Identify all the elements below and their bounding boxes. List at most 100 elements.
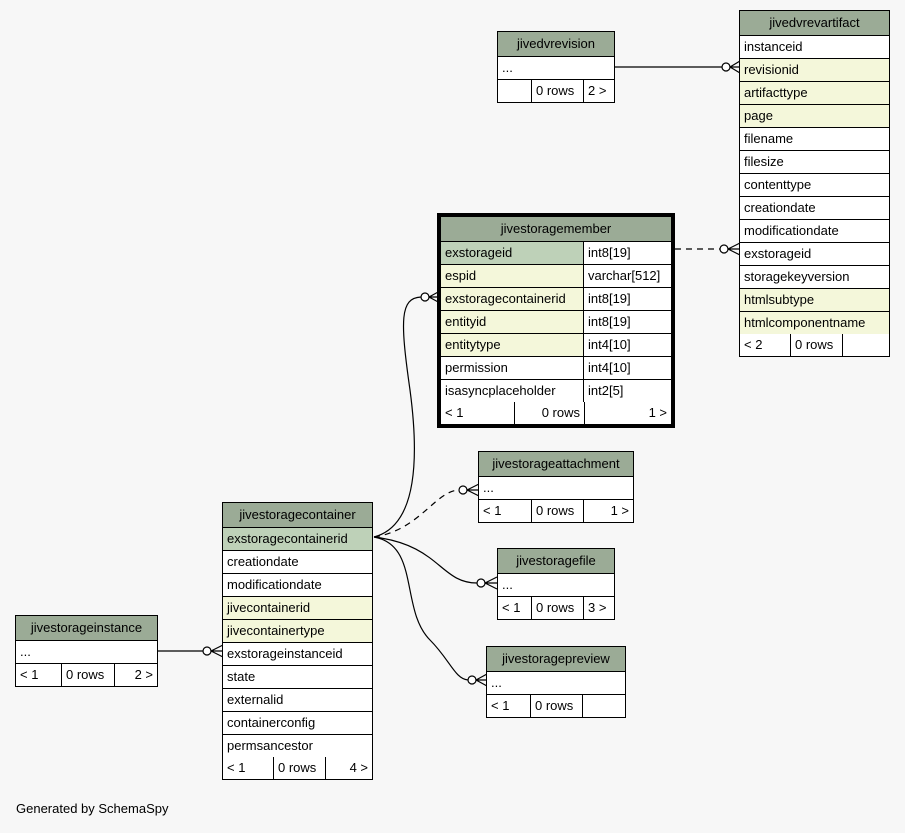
edge-revision-artifact-optional [721, 62, 731, 72]
column-name: isasyncplaceholder [445, 383, 556, 398]
column-row: filename [740, 128, 889, 151]
edge-member-artifact-optional [719, 244, 729, 254]
column-type: int2[5] [583, 380, 671, 402]
table-jivestorageinstance[interactable]: jivestorageinstance ... < 1 0 rows 2 > [15, 615, 158, 687]
footer-children: 2 > [583, 80, 614, 102]
column-name: htmlsubtype [744, 292, 815, 307]
column-row: exstorageinstanceid [223, 643, 372, 666]
table-jivestorageattachment[interactable]: jivestorageattachment ... < 1 0 rows 1 > [478, 451, 634, 523]
table-jivestoragepreview[interactable]: jivestoragepreview ... < 1 0 rows [486, 646, 626, 718]
column-name: storagekeyversion [744, 269, 850, 284]
table-jivedvrevision[interactable]: jivedvrevision ... 0 rows 2 > [497, 31, 615, 103]
table-title: jivestorageattachment [479, 452, 633, 477]
column-placeholder: ... [502, 577, 513, 592]
column-type: int8[19] [583, 288, 671, 310]
footer-children: 4 > [325, 757, 372, 779]
column-name: exstoragecontainerid [227, 531, 348, 546]
footer-rows: 0 rows [531, 597, 583, 619]
edge-container-preview [373, 536, 469, 681]
edge-instance-container-optional [202, 646, 212, 656]
column-name: exstorageid [445, 245, 513, 260]
footer-parents: < 1 [20, 667, 39, 682]
column-row: page [740, 105, 889, 128]
footer-rows: 0 rows [531, 80, 583, 102]
table-title: jivedvrevision [498, 32, 614, 57]
column-type: int4[10] [583, 334, 671, 356]
table-jivestoragefile[interactable]: jivestoragefile ... < 1 0 rows 3 > [497, 548, 615, 620]
column-row: jivecontainerid [223, 597, 372, 620]
column-name: exstorageid [744, 246, 812, 261]
footer-parents: < 1 [502, 600, 521, 615]
footer-parents: < 1 [227, 760, 246, 775]
column-row: entityid int8[19] [441, 311, 671, 334]
column-name: jivecontainerid [227, 600, 311, 615]
column-row: instanceid [740, 36, 889, 59]
column-name: espid [445, 268, 477, 283]
column-name: entitytype [445, 337, 501, 352]
column-row: externalid [223, 689, 372, 712]
edge-container-attachment-optional [458, 485, 468, 495]
column-row: creationdate [740, 197, 889, 220]
column-name: externalid [227, 692, 284, 707]
column-name: entityid [445, 314, 487, 329]
column-row: filesize [740, 151, 889, 174]
column-row: exstoragecontainerid [223, 528, 372, 551]
footer-parents [498, 80, 531, 102]
footer-rows: 0 rows [61, 664, 114, 686]
edge-container-file [373, 536, 478, 584]
table-title: jivestoragefile [498, 549, 614, 574]
column-name: containerconfig [227, 715, 316, 730]
edge-container-file-optional [476, 578, 486, 588]
column-row: htmlcomponentname [740, 312, 889, 334]
column-row: modificationdate [223, 574, 372, 597]
column-row: state [223, 666, 372, 689]
footer-children: 2 > [114, 664, 157, 686]
footer-children: 1 > [583, 500, 633, 522]
column-name: exstorageinstanceid [227, 646, 343, 661]
column-type: int4[10] [583, 357, 671, 379]
footer-rows: 0 rows [514, 402, 584, 424]
column-row: espid varchar[512] [441, 265, 671, 288]
footer-children [842, 334, 889, 356]
column-type: int8[19] [583, 311, 671, 333]
footer-parents: < 1 [445, 405, 464, 420]
column-placeholder: ... [20, 644, 31, 659]
column-name: page [744, 108, 773, 123]
column-name: filesize [744, 154, 784, 169]
table-jivestoragecontainer[interactable]: jivestoragecontainer exstoragecontaineri… [222, 502, 373, 780]
footer-rows: 0 rows [273, 757, 325, 779]
table-title: jivedvrevartifact [740, 11, 889, 36]
column-row: isasyncplaceholder int2[5] [441, 380, 671, 402]
edge-container-attachment [373, 489, 460, 538]
column-row: contenttype [740, 174, 889, 197]
column-placeholder: ... [483, 480, 494, 495]
column-row: modificationdate [740, 220, 889, 243]
column-name: creationdate [744, 200, 816, 215]
column-type: varchar[512] [583, 265, 671, 287]
column-name: jivecontainertype [227, 623, 325, 638]
column-name: modificationdate [227, 577, 322, 592]
column-name: exstoragecontainerid [445, 291, 566, 306]
table-title: jivestoragecontainer [223, 503, 372, 528]
column-row: exstorageid [740, 243, 889, 266]
column-name: contenttype [744, 177, 812, 192]
column-name: creationdate [227, 554, 299, 569]
column-row: containerconfig [223, 712, 372, 735]
column-name: revisionid [744, 62, 799, 77]
column-type: int8[19] [583, 242, 671, 264]
column-placeholder: ... [491, 675, 502, 690]
generated-by-text: Generated by SchemaSpy [16, 801, 169, 816]
column-name: permsancestor [227, 738, 313, 753]
column-name: filename [744, 131, 794, 146]
column-row: htmlsubtype [740, 289, 889, 312]
column-row: entitytype int4[10] [441, 334, 671, 357]
column-placeholder: ... [502, 60, 513, 75]
column-row: storagekeyversion [740, 266, 889, 289]
footer-children: 1 > [584, 402, 671, 424]
column-name: instanceid [744, 39, 803, 54]
table-title: jivestoragemember [441, 217, 671, 242]
edge-container-preview-optional [467, 675, 477, 685]
